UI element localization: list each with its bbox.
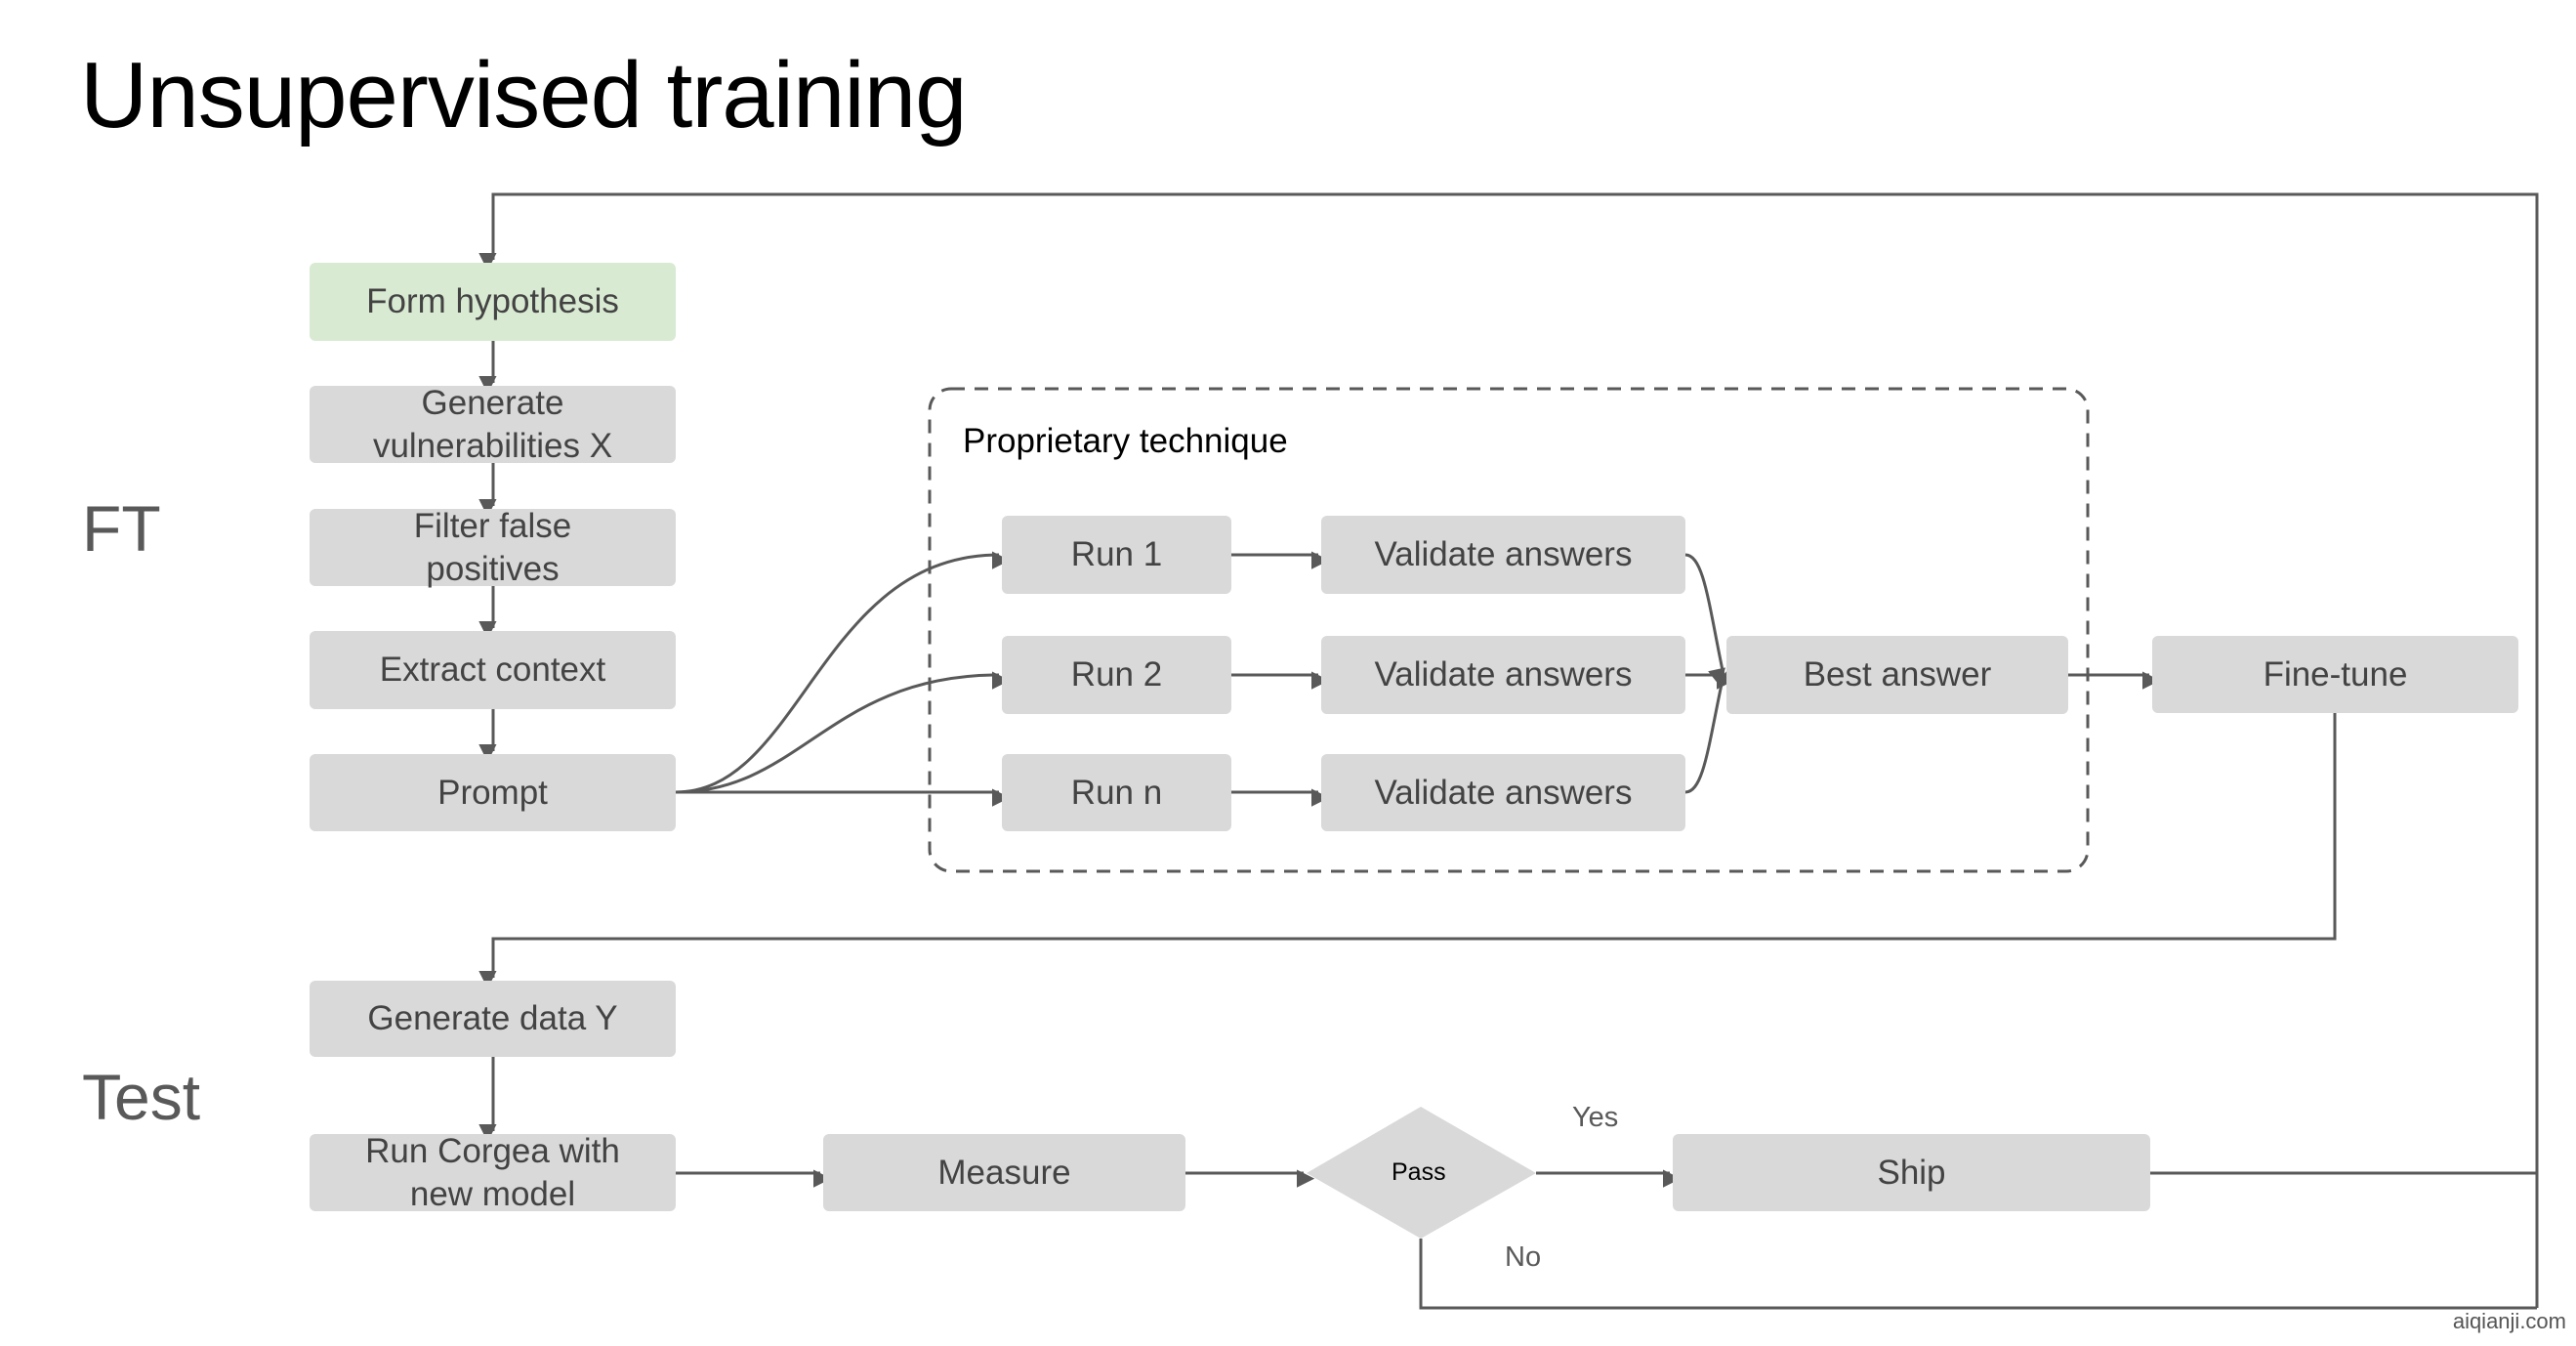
node-label: Validate answers [1374, 773, 1633, 812]
edge-label-no: No [1505, 1241, 1542, 1273]
node-validate-answers-2[interactable]: Validate answers [1321, 636, 1685, 714]
node-ship[interactable]: Ship [1673, 1134, 2150, 1211]
node-measure[interactable]: Measure [823, 1134, 1185, 1211]
proprietary-technique-label: Proprietary technique [963, 422, 1288, 460]
node-label: Validate answers [1374, 535, 1633, 573]
node-run-1[interactable]: Run 1 [1002, 516, 1231, 594]
node-label: Validate answers [1374, 655, 1633, 694]
node-form-hypothesis[interactable]: Form hypothesis [310, 263, 676, 341]
node-fine-tune[interactable]: Fine-tune [2152, 636, 2518, 713]
section-label-ft: FT [82, 492, 161, 565]
page-title: Unsupervised training [80, 43, 967, 147]
section-label-test: Test [82, 1061, 201, 1133]
edge-label-yes: Yes [1572, 1102, 1619, 1133]
node-label: Run 2 [1070, 655, 1163, 694]
proprietary-group-border [928, 387, 2090, 873]
node-label: Prompt [437, 773, 548, 812]
node-label: Ship [1877, 1153, 1946, 1192]
edge-prompt-to-run1 [675, 551, 1011, 794]
node-label: Best answer [1803, 655, 1992, 694]
node-label: Measure [937, 1153, 1071, 1192]
node-generate-data-y[interactable]: Generate data Y [310, 981, 676, 1057]
edge-finetune-to-generate-data [478, 713, 2337, 989]
node-label-line1: Filter false [413, 506, 572, 545]
pass-decision-shape [1307, 1107, 1536, 1239]
edge-validate1-to-best [1684, 553, 1725, 688]
node-run-2[interactable]: Run 2 [1002, 636, 1231, 714]
node-filter-false-positives[interactable]: Filter false positives [310, 507, 676, 588]
node-best-answer[interactable]: Best answer [1726, 636, 2068, 714]
node-label: Extract context [379, 651, 606, 689]
watermark: aiqianji.com [2452, 1309, 2566, 1333]
node-run-n[interactable]: Run n [1002, 754, 1231, 831]
edge-validaten-to-best [1684, 665, 1736, 794]
node-validate-answers-1[interactable]: Validate answers [1321, 516, 1685, 594]
node-label: Run n [1070, 773, 1163, 812]
loop-return-top [478, 192, 2539, 1308]
node-generate-vulnerabilities[interactable]: Generate vulnerabilities X [310, 384, 676, 465]
node-label-line2: vulnerabilities X [372, 426, 613, 465]
node-label: Fine-tune [2263, 654, 2408, 694]
node-label: Run 1 [1070, 535, 1163, 573]
node-run-corgea[interactable]: Run Corgea with new model [310, 1132, 676, 1213]
edge-prompt-to-run2 [675, 671, 1011, 794]
node-label-line1: Run Corgea with [365, 1131, 620, 1170]
node-extract-context[interactable]: Extract context [310, 631, 676, 709]
node-label-line2: new model [409, 1174, 576, 1213]
node-label: Form hypothesis [366, 282, 619, 320]
edge-pass-no-loop [1419, 1239, 2537, 1310]
node-prompt[interactable]: Prompt [310, 754, 676, 831]
node-label-line1: Generate [421, 383, 564, 422]
node-pass-label[interactable]: Pass [1392, 1158, 1446, 1186]
node-validate-answers-n[interactable]: Validate answers [1321, 754, 1685, 831]
node-label-line2: positives [426, 549, 560, 588]
node-label: Generate data Y [367, 999, 618, 1037]
